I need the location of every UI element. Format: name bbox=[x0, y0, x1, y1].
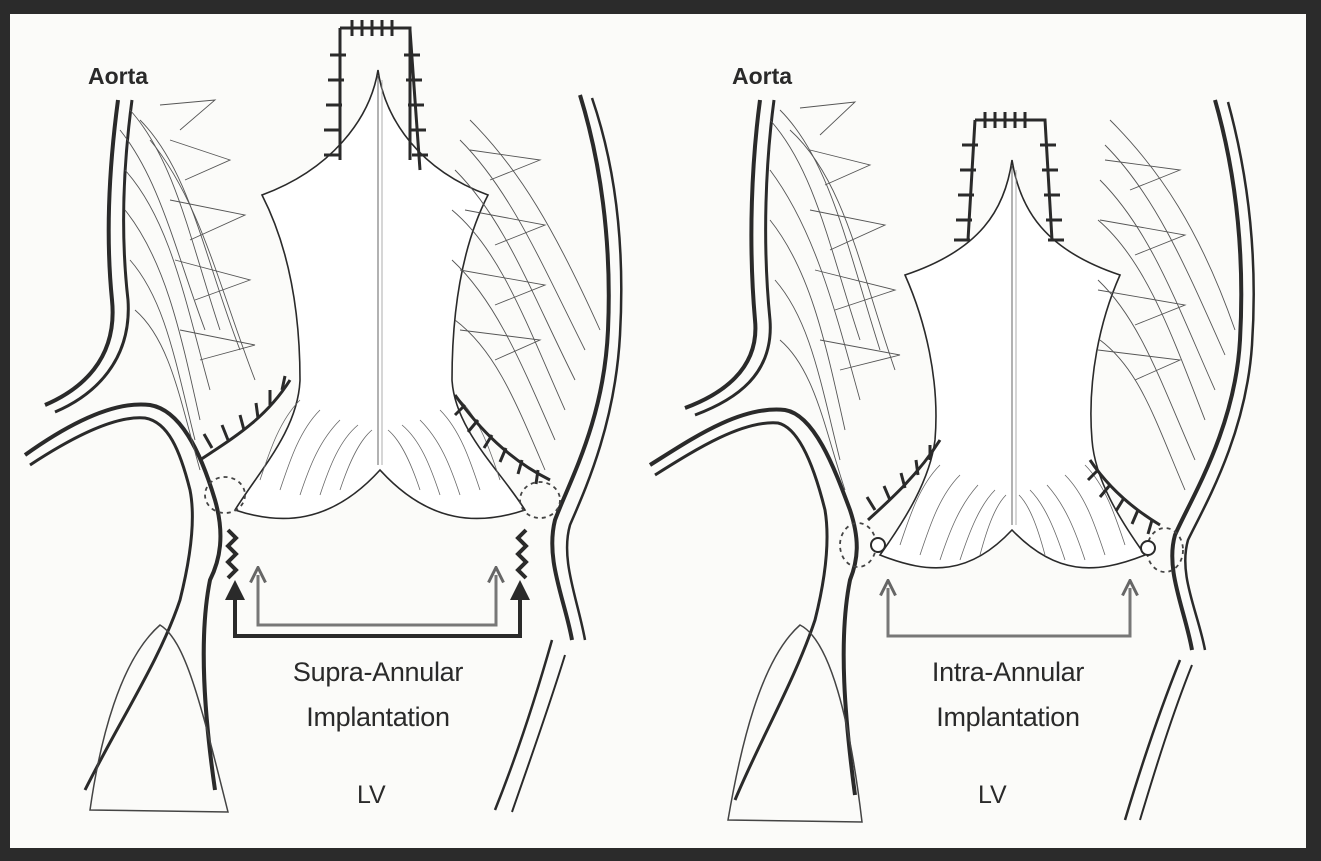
right-panel: Aorta Intra-Annular Implantation LV bbox=[650, 63, 1254, 822]
right-arrow-open bbox=[888, 610, 1130, 636]
right-leaflet-fibers-left bbox=[770, 102, 900, 490]
right-lv-label: LV bbox=[978, 781, 1007, 809]
left-annulus-wall-left-inner bbox=[30, 418, 192, 790]
right-caption-line2: Implantation bbox=[936, 702, 1080, 732]
left-lv-wall-right bbox=[495, 640, 552, 810]
right-aorta-label: Aorta bbox=[732, 63, 792, 89]
left-caption-line2: Implantation bbox=[306, 702, 450, 732]
left-aortic-wall-left bbox=[45, 100, 118, 405]
left-leaflet-fibers-left bbox=[120, 100, 255, 470]
left-panel: Aorta Supra-Annular Implantation LV bbox=[25, 20, 621, 812]
left-lv-label: LV bbox=[357, 781, 386, 809]
right-aortic-wall-left-inner bbox=[695, 100, 774, 415]
left-aortic-wall-left-inner bbox=[55, 100, 132, 412]
left-arrow-open bbox=[258, 600, 496, 625]
right-aortic-wall-left bbox=[685, 100, 760, 408]
right-annulus-wall-left bbox=[650, 410, 857, 795]
left-annulus-wall-left bbox=[25, 404, 220, 790]
left-aorta-label: Aorta bbox=[88, 63, 148, 89]
left-lv-wall-right-2 bbox=[512, 655, 565, 812]
left-aortic-wall-right bbox=[552, 95, 609, 640]
right-aortic-wall-right-inner bbox=[1185, 102, 1253, 650]
right-lv-wall-right bbox=[1125, 660, 1180, 820]
left-caption-line1: Supra-Annular bbox=[293, 657, 464, 687]
left-annular-knots bbox=[228, 530, 526, 578]
right-aortic-wall-right bbox=[1172, 100, 1241, 650]
right-annulus-wall-left-inner bbox=[655, 423, 827, 800]
right-caption-line1: Intra-Annular bbox=[932, 657, 1084, 687]
right-lv-wall-right-2 bbox=[1140, 665, 1192, 820]
left-arrow-solid bbox=[235, 610, 520, 636]
right-leaflet-fibers-right bbox=[1098, 120, 1235, 490]
left-aortic-wall-right-inner bbox=[567, 98, 621, 640]
